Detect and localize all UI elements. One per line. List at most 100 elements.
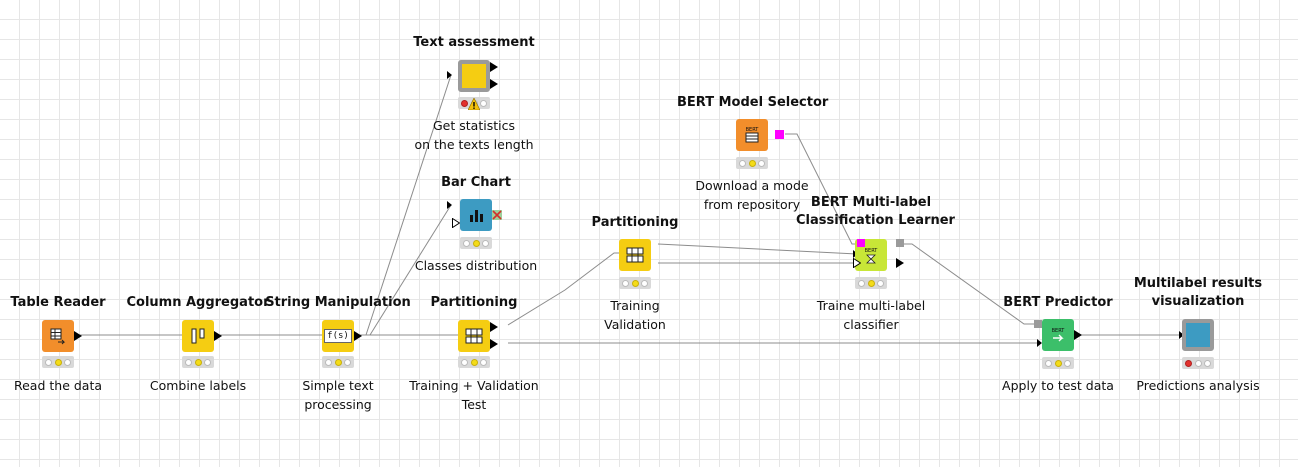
status-dot-red xyxy=(44,358,52,366)
status-indicator xyxy=(458,356,490,368)
status-indicator xyxy=(736,157,768,169)
status-dot-red xyxy=(621,279,629,287)
node-description: Simple text processing xyxy=(253,376,423,414)
status-dot-yellow xyxy=(54,358,62,366)
desc-line: processing xyxy=(304,397,372,412)
title-line: BERT Multi-label xyxy=(810,195,932,210)
wire-stringmanip-to-textassessment xyxy=(365,74,452,336)
column-aggregator-icon[interactable] xyxy=(182,320,214,352)
port-in-icon[interactable] xyxy=(853,258,861,268)
desc-line: Training + Validation xyxy=(409,378,539,393)
status-dot-green xyxy=(1064,359,1072,367)
node-title: String Manipulation xyxy=(265,295,411,310)
status-dot-red xyxy=(460,358,468,366)
status-indicator xyxy=(42,356,74,368)
wire-learner-to-predictor xyxy=(903,243,1041,325)
port-out-icon[interactable] xyxy=(354,331,362,341)
desc-line: Read the data xyxy=(13,378,103,393)
results-visualization-icon[interactable] xyxy=(1182,319,1214,351)
node-title: Bar Chart xyxy=(441,175,511,190)
wire-partitioning2-to-learner-1 xyxy=(657,243,858,255)
status-dot-green xyxy=(1204,359,1212,367)
desc-line: Combine labels xyxy=(149,378,247,393)
node-description: Predictions analysis xyxy=(1113,376,1283,395)
bert-model-selector-icon[interactable]: BERT xyxy=(736,119,768,151)
string-manipulation-icon[interactable]: f(s) xyxy=(322,320,354,352)
port-out-icon[interactable] xyxy=(1074,330,1082,340)
warning-icon[interactable] xyxy=(468,98,480,110)
table-reader-icon[interactable] xyxy=(42,320,74,352)
status-dot-green xyxy=(480,358,488,366)
status-dot-yellow xyxy=(867,279,875,287)
port-out-icon[interactable] xyxy=(896,258,904,268)
status-dot-red xyxy=(462,239,470,247)
port-out-2-icon[interactable] xyxy=(490,339,498,349)
node-description: Apply to test data xyxy=(973,376,1143,395)
status-dot-green xyxy=(641,279,649,287)
status-indicator xyxy=(460,237,492,249)
partitioning-icon[interactable] xyxy=(458,320,490,352)
desc-line: Download a mode xyxy=(695,178,809,193)
model-port-in-icon[interactable] xyxy=(857,239,866,248)
status-dot-yellow xyxy=(194,358,202,366)
node-description: Get statistics on the texts length xyxy=(389,116,559,154)
node-title: BERT Predictor xyxy=(1003,295,1113,310)
port-out-1-icon[interactable] xyxy=(490,322,498,332)
desc-line: Get statistics xyxy=(433,118,515,133)
desc-line: Traine multi-label xyxy=(816,298,926,313)
node-title: Column Aggregator xyxy=(126,295,270,310)
model-port-in-icon[interactable] xyxy=(1034,320,1043,329)
status-indicator xyxy=(322,356,354,368)
status-dot-green xyxy=(64,358,72,366)
port-out-icon[interactable] xyxy=(74,331,82,341)
status-indicator xyxy=(1182,357,1214,369)
port-out-2-icon[interactable] xyxy=(490,79,498,89)
status-dot-red xyxy=(857,279,865,287)
wire-selector-to-learner xyxy=(785,133,857,245)
title-line: Classification Learner xyxy=(796,213,955,228)
port-out-1-icon[interactable] xyxy=(490,62,498,72)
status-dot-yellow xyxy=(470,358,478,366)
bar-chart-icon[interactable] xyxy=(460,199,492,231)
node-title: Text assessment xyxy=(413,35,535,50)
node-description: Download a mode from repository xyxy=(667,176,837,214)
title-line: Multilabel results xyxy=(1133,276,1263,291)
port-in-icon[interactable] xyxy=(452,218,460,228)
status-dot-yellow xyxy=(1194,359,1202,367)
desc-line: Validation xyxy=(604,317,666,332)
node-description: Read the data xyxy=(0,376,143,395)
status-dot-red xyxy=(738,159,746,167)
text-assessment-icon[interactable] xyxy=(458,60,490,92)
node-description: Combine labels xyxy=(113,376,283,395)
bert-predictor-icon[interactable]: BERT xyxy=(1042,319,1074,351)
model-port-out-icon[interactable] xyxy=(896,239,905,248)
port-in-barchart-arrow xyxy=(447,201,452,209)
status-dot-red xyxy=(184,358,192,366)
status-dot-red xyxy=(1184,359,1192,367)
desc-line: from repository xyxy=(703,197,801,212)
desc-line: on the texts length xyxy=(414,137,534,152)
port-in-predictor xyxy=(1037,339,1042,347)
svg-text:BERT: BERT xyxy=(1052,328,1066,334)
node-title: Table Reader xyxy=(10,295,106,310)
wire-stringmanip-to-barchart xyxy=(369,204,452,336)
model-port-icon[interactable] xyxy=(775,130,785,140)
status-indicator xyxy=(1042,357,1074,369)
node-description: Training Validation xyxy=(550,296,720,334)
status-dot-green xyxy=(482,239,490,247)
status-dot-red xyxy=(1044,359,1052,367)
title-line: visualization xyxy=(1151,294,1245,309)
status-dot-green xyxy=(480,99,488,107)
status-dot-green xyxy=(877,279,885,287)
status-dot-green xyxy=(344,358,352,366)
node-title: Partitioning xyxy=(430,295,518,310)
status-dot-yellow xyxy=(631,279,639,287)
status-dot-yellow xyxy=(334,358,342,366)
node-description: Traine multi-label classifier xyxy=(786,296,956,334)
desc-line: Classes distribution xyxy=(414,258,538,273)
port-out-icon[interactable] xyxy=(214,331,222,341)
fs-glyph: f(s) xyxy=(324,329,352,343)
partitioning-icon[interactable] xyxy=(619,239,651,271)
status-indicator xyxy=(619,277,651,289)
inactive-port-icon[interactable] xyxy=(492,210,502,220)
